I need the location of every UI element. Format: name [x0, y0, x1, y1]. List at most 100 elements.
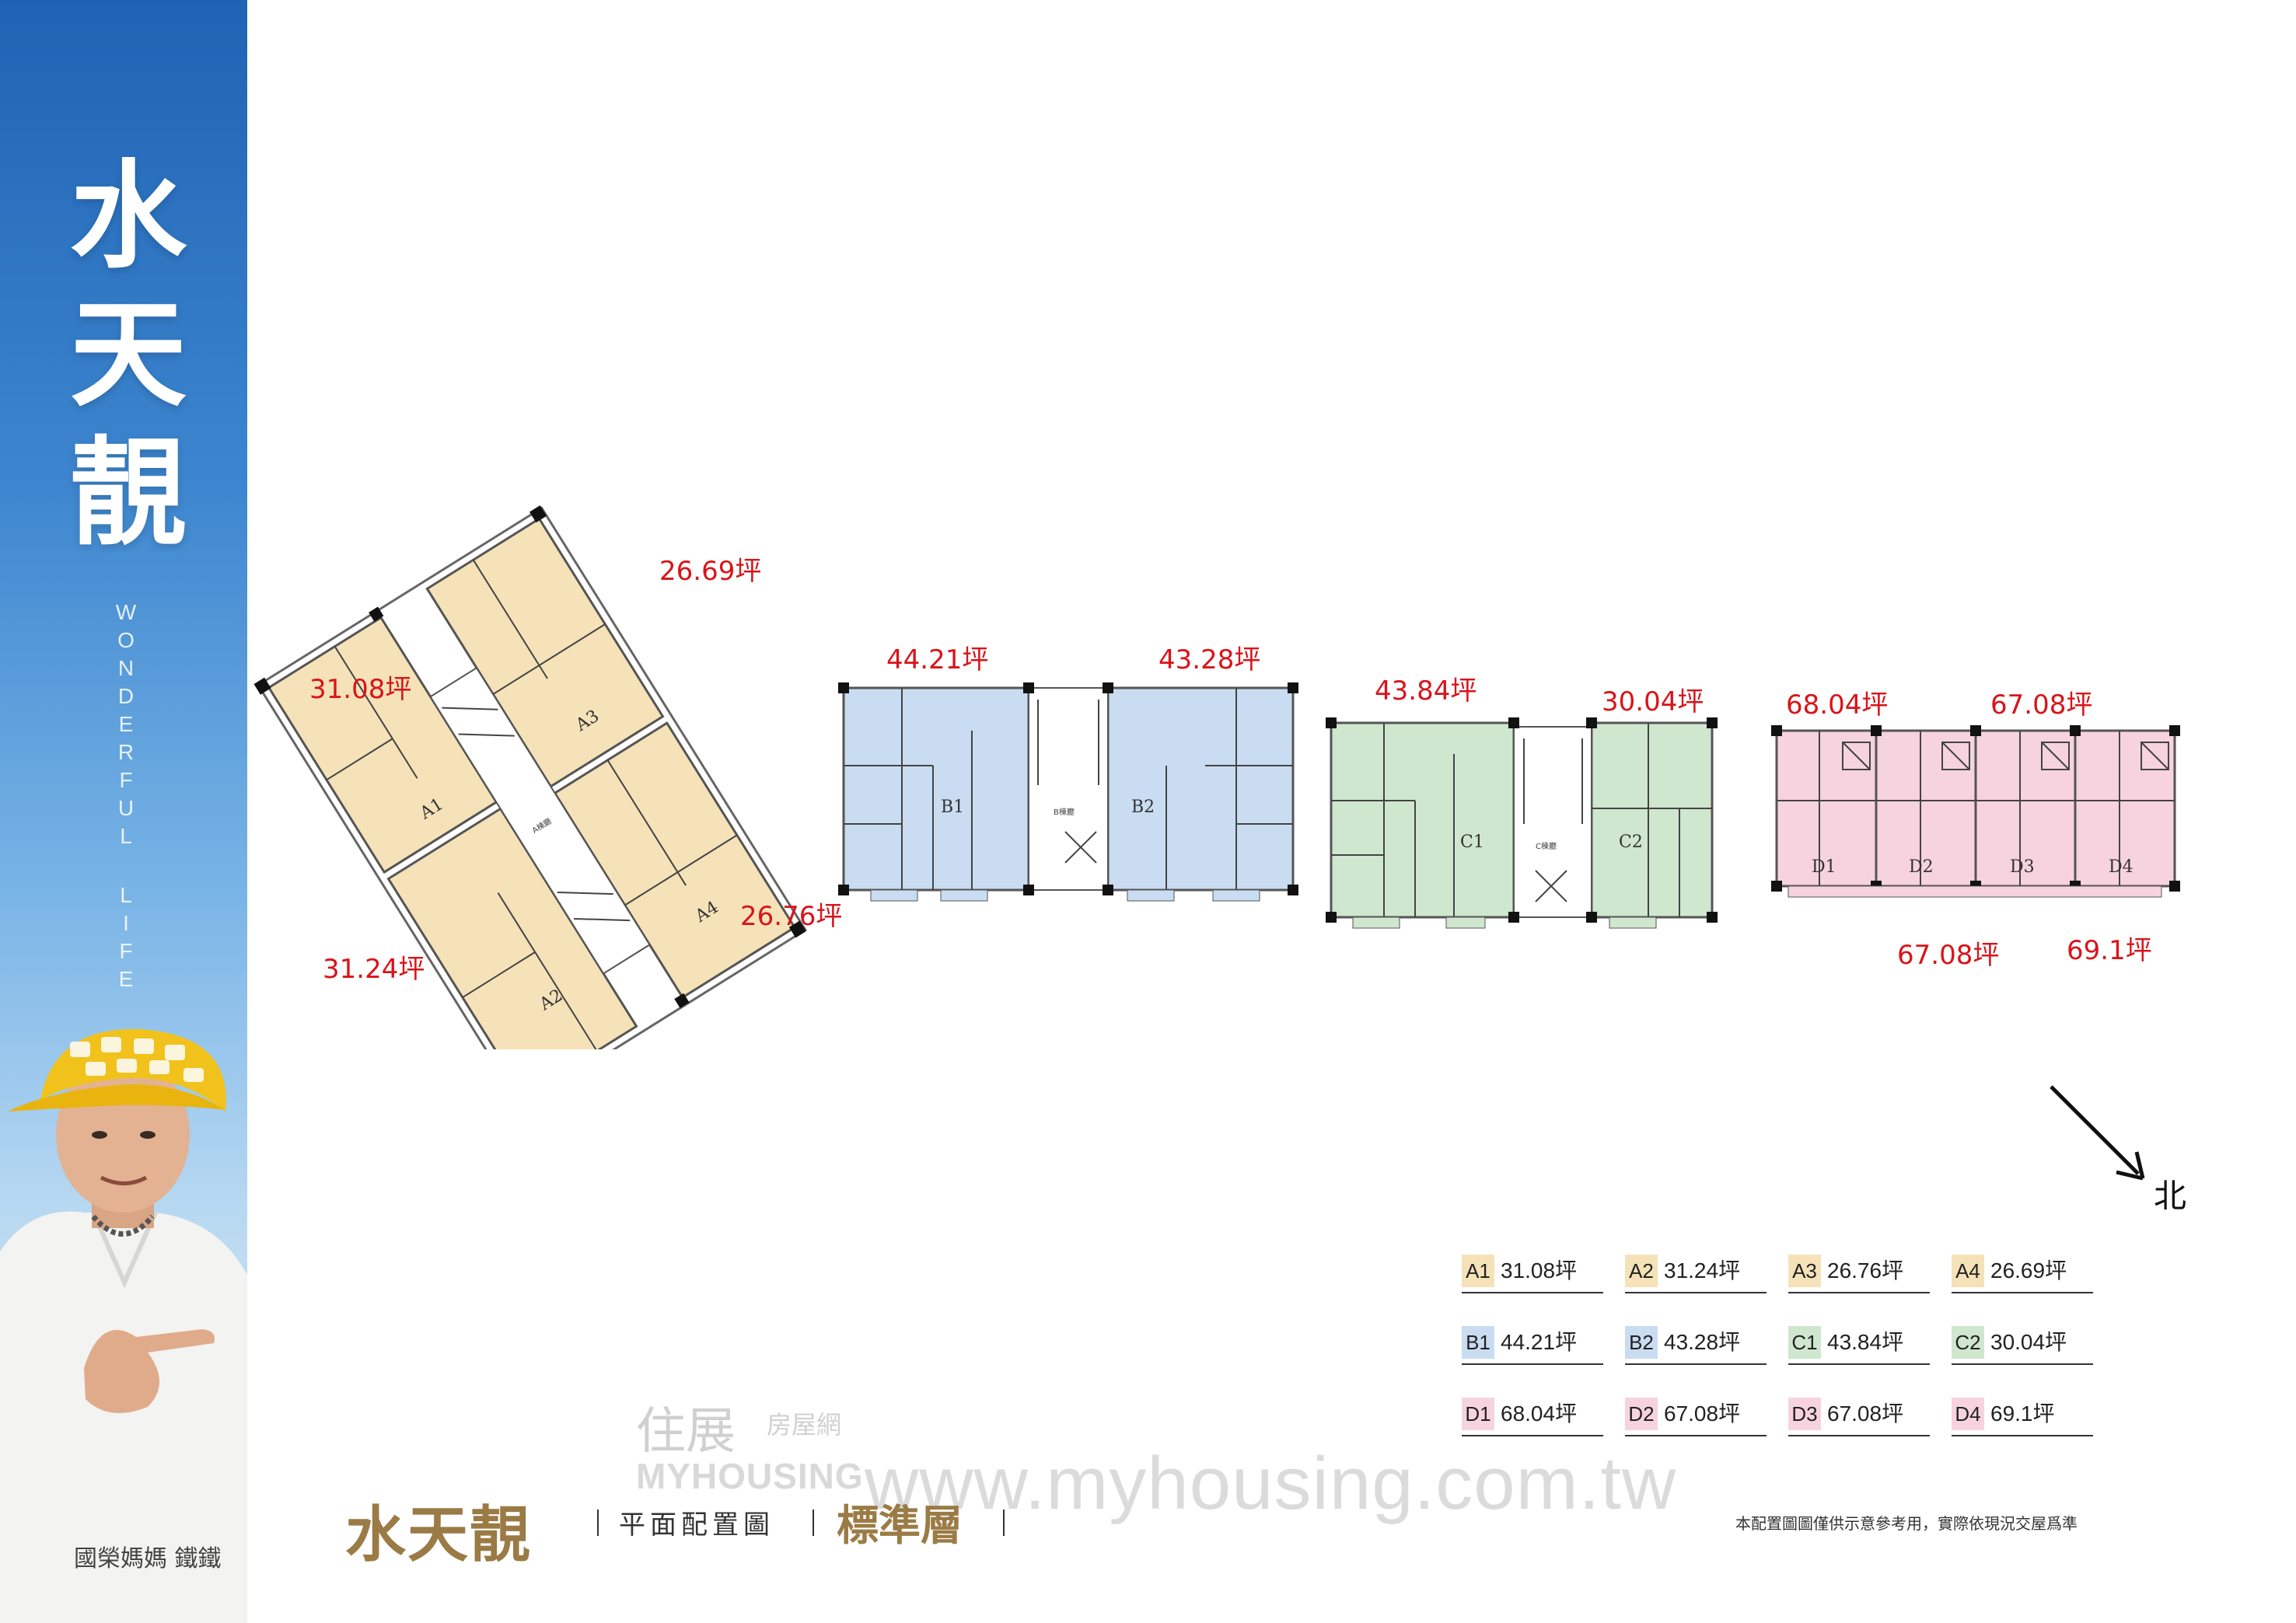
- legend-item-d1: D1 68.04坪: [1462, 1394, 1603, 1436]
- legend-swatch: A3: [1788, 1255, 1821, 1287]
- footer-title: 水天靚: [345, 1500, 533, 1570]
- area-label-a4: 26.69坪: [659, 556, 761, 587]
- watermark-logo: 住展 房屋網 MYHOUSING: [636, 1391, 869, 1508]
- legend-swatch: D1: [1462, 1398, 1494, 1430]
- unit-label-c1: C1: [1460, 832, 1484, 852]
- unit-d2[interactable]: [1875, 729, 1977, 888]
- core-a: [429, 666, 651, 975]
- building-c-plan: C1 C2 C棟廳: [1326, 717, 1718, 929]
- signature-text: 國榮媽媽 鐵鐵: [74, 1545, 222, 1572]
- legend-swatch: C1: [1788, 1326, 1821, 1359]
- spokesperson-photo: 國榮媽媽 鐵鐵: [0, 1028, 247, 1623]
- tagline-char: L: [120, 883, 132, 907]
- sidebar-title-char: 天: [69, 288, 187, 423]
- tagline-char: D: [117, 684, 135, 708]
- tagline-char: N: [117, 656, 135, 680]
- area-label-d3: 67.08坪: [1897, 940, 1999, 971]
- legend-area: 30.04坪: [1990, 1330, 2067, 1354]
- unit-d3[interactable]: [1974, 729, 2077, 888]
- legend-area: 43.28坪: [1664, 1330, 1741, 1354]
- legend-area: 68.04坪: [1501, 1401, 1578, 1426]
- tagline-char: I: [123, 911, 129, 935]
- area-label-a1: 31.08坪: [309, 674, 411, 705]
- unit-label-c2: C2: [1619, 832, 1643, 852]
- legend-swatch: A1: [1462, 1255, 1494, 1287]
- legend-swatch: C2: [1952, 1326, 1984, 1359]
- area-label-c2: 30.04坪: [1602, 686, 1704, 717]
- floor-plans: A1 A2 A3 A4 A棟廳 31.08坪 31.24坪 26.76坪 26.…: [253, 505, 2180, 1049]
- unit-label-b2: B2: [1131, 798, 1155, 817]
- legend-area: 44.21坪: [1501, 1330, 1578, 1354]
- tagline-char: E: [118, 967, 134, 991]
- area-label-a3: 26.76坪: [740, 901, 842, 932]
- unit-c2[interactable]: [1590, 721, 1714, 919]
- unit-label-b1: B1: [941, 798, 964, 817]
- unit-b1[interactable]: [842, 686, 1030, 892]
- tagline-char: L: [120, 824, 132, 848]
- footer-divider: [597, 1510, 599, 1536]
- tagline-char: W: [115, 600, 137, 624]
- area-label-a2: 31.24坪: [323, 954, 425, 985]
- unit-c1[interactable]: [1330, 721, 1515, 919]
- legend-area: 67.08坪: [1664, 1401, 1741, 1426]
- legend-area: 26.76坪: [1827, 1258, 1904, 1283]
- footer-divider: [1003, 1510, 1005, 1536]
- core-label-b: B棟廳: [1054, 807, 1075, 817]
- legend-swatch: B1: [1462, 1326, 1494, 1359]
- core-label-c: C棟廳: [1536, 841, 1557, 851]
- tagline-char: F: [119, 939, 133, 963]
- watermark-name: 房屋網: [767, 1410, 842, 1440]
- legend-area: 43.84坪: [1827, 1330, 1904, 1354]
- tagline-char: R: [117, 740, 135, 764]
- tagline-char: E: [118, 712, 134, 736]
- sidebar-title: 水天靚: [62, 148, 194, 563]
- footer-level: 標準層: [837, 1501, 963, 1550]
- unit-label-d1: D1: [1812, 857, 1836, 877]
- disclaimer: 本配置圖圖僅供示意參考用，實際依現況交屋爲準: [1735, 1514, 2078, 1533]
- unit-label-d4: D4: [2109, 857, 2133, 877]
- area-label-d4: 69.1坪: [2067, 935, 2152, 966]
- area-label-b2: 43.28坪: [1158, 644, 1260, 675]
- legend-swatch: D3: [1788, 1398, 1821, 1430]
- building-a-plan: A1 A2 A3 A4 A棟廳: [253, 505, 807, 1049]
- area-label-b1: 44.21坪: [886, 644, 988, 675]
- area-label-d2-top: 67.08坪: [1990, 689, 2092, 721]
- legend-swatch: A4: [1952, 1255, 1984, 1287]
- legend-area: 31.24坪: [1664, 1258, 1741, 1283]
- legend-swatch: B2: [1625, 1326, 1658, 1359]
- legend-area: 67.08坪: [1827, 1401, 1904, 1426]
- watermark-brand: MYHOUSING: [636, 1456, 864, 1496]
- core-b: [1028, 687, 1109, 891]
- tagline-char: O: [117, 628, 135, 652]
- sidebar-title-char: 靚: [69, 426, 187, 561]
- north-arrow-icon: [2050, 1085, 2145, 1181]
- unit-b2[interactable]: [1106, 686, 1295, 892]
- sidebar-title-char: 水: [69, 149, 187, 284]
- north-label: 北: [2154, 1177, 2187, 1215]
- unit-label-d2: D2: [1909, 857, 1934, 877]
- legend-swatch: D4: [1952, 1398, 1984, 1430]
- legend-area: 69.1坪: [1990, 1401, 2055, 1426]
- unit-label-d3: D3: [2010, 857, 2035, 877]
- legend-item-b1: B1 44.21坪: [1462, 1323, 1603, 1365]
- watermark-url: www.myhousing.com.tw: [865, 1442, 1677, 1525]
- footer-subtitle: 平面配置圖: [619, 1510, 774, 1541]
- tagline-char: U: [117, 796, 135, 820]
- footer-divider: [813, 1510, 814, 1536]
- area-label-d1: 68.04坪: [1786, 689, 1888, 721]
- legend-swatch: A2: [1625, 1255, 1658, 1287]
- building-d-plan: D1 D2 D3 D4: [1771, 725, 2180, 898]
- tagline-char: F: [119, 768, 133, 792]
